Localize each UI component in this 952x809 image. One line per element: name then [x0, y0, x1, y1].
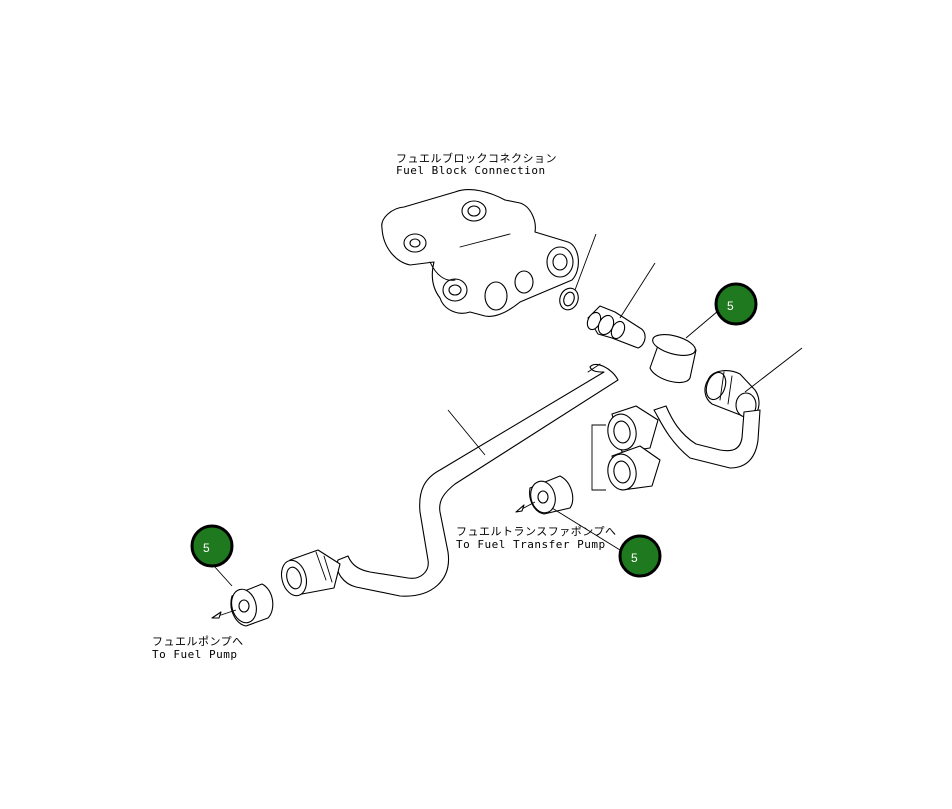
callout-plug-left[interactable]: 5 — [190, 524, 234, 568]
cap-top-leader — [685, 310, 719, 339]
o-ring-leader — [574, 233, 597, 291]
arrow-head-fuel-pump — [211, 611, 222, 619]
callout-cap-top[interactable]: 5 — [714, 282, 758, 326]
elbow-leader — [744, 347, 803, 393]
connector-leader — [619, 262, 656, 319]
hose-end-fitting-upper — [607, 405, 659, 453]
fuel-block-label-jp: フュエルブロックコネクション — [396, 151, 557, 165]
o-ring — [559, 287, 579, 311]
callout-number: 5 — [631, 551, 638, 565]
transfer-pump-label-jp: フュエルトランスファポンプへ — [456, 525, 616, 538]
elbow-fitting — [704, 370, 760, 419]
callout-number: 5 — [203, 541, 210, 555]
fuel-block-label-en: Fuel Block Connection — [396, 164, 546, 177]
protective-cap-top — [649, 334, 697, 383]
fuel-hose-assembly — [336, 363, 619, 597]
hose-end-fitting-lower — [607, 445, 661, 491]
arrow-fuel-pump — [217, 609, 237, 617]
plug-left-leader — [213, 565, 233, 587]
hose-branch-right — [653, 405, 761, 469]
fuel-block-connection — [381, 189, 579, 317]
callout-number: 5 — [727, 299, 734, 313]
transfer-pump-label-en: To Fuel Transfer Pump — [456, 538, 606, 551]
plug-middle-leader — [551, 507, 621, 551]
connector-fitting — [586, 305, 646, 349]
protective-plug-middle — [529, 475, 574, 515]
hose-end-fitting-left — [280, 549, 341, 597]
fuel-pump-label-jp: フュエルポンプへ — [152, 635, 244, 648]
fuel-pump-label-en: To Fuel Pump — [152, 648, 237, 661]
hose-leader — [447, 409, 486, 456]
protective-plug-left — [230, 583, 274, 627]
arrow-head-transfer — [515, 504, 525, 513]
callout-plug-middle[interactable]: 5 — [618, 534, 662, 578]
fittings-bracket — [591, 424, 606, 491]
